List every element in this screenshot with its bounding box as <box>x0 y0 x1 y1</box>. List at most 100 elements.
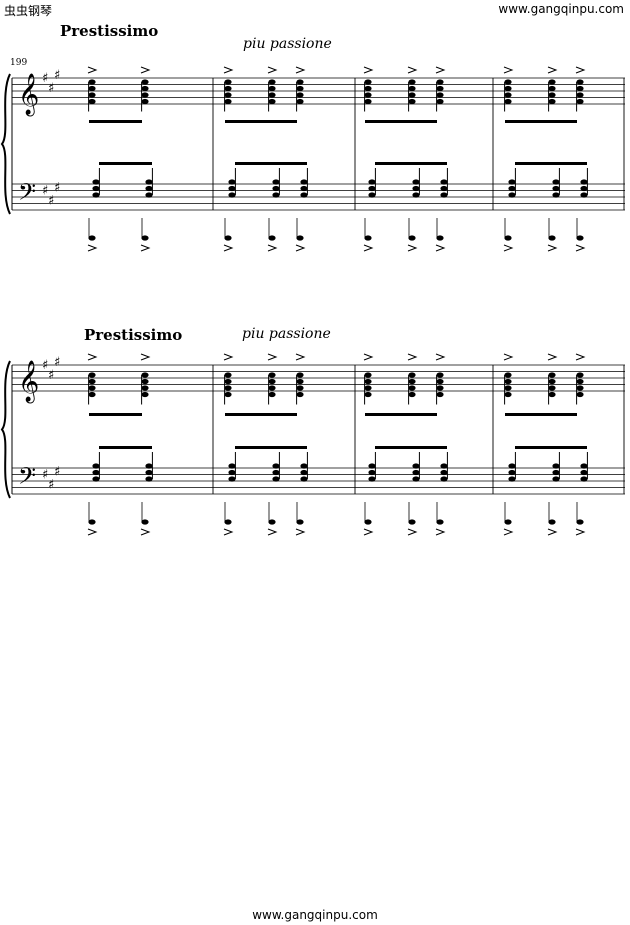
note-head <box>576 92 584 98</box>
note-head <box>436 385 444 391</box>
note-head <box>300 463 308 469</box>
note-beam <box>225 120 297 123</box>
note-head <box>552 192 560 198</box>
note-head <box>88 372 96 378</box>
bass-octave-note <box>364 235 372 241</box>
note-head <box>296 79 304 85</box>
bass-octave-note <box>436 235 444 241</box>
note-head <box>88 79 96 85</box>
note-head <box>504 85 512 92</box>
sharp-sign: ♯ <box>54 180 60 195</box>
note-head <box>368 192 376 198</box>
note-head <box>436 378 444 385</box>
note-beam <box>89 120 142 123</box>
sharp-sign: ♯ <box>48 81 54 96</box>
sharp-sign: ♯ <box>54 68 60 83</box>
note-beam <box>89 413 142 416</box>
note-head <box>412 463 420 469</box>
note-head <box>224 385 232 391</box>
note-head <box>552 185 560 192</box>
note-head <box>224 391 232 398</box>
accent-mark <box>435 66 446 74</box>
note-head <box>228 179 236 185</box>
note-head <box>412 185 420 192</box>
note-head <box>548 79 556 85</box>
sharp-sign: ♯ <box>48 368 54 383</box>
bass-octave-note <box>364 519 372 525</box>
accent-mark <box>295 528 306 536</box>
note-head <box>576 378 584 385</box>
note-head <box>224 85 232 92</box>
note-head <box>548 98 556 105</box>
accent-mark <box>435 244 446 252</box>
bass-octave-note <box>548 235 556 241</box>
note-head <box>145 192 153 198</box>
note-head <box>92 469 100 476</box>
note-head <box>504 391 512 398</box>
note-head <box>408 391 416 398</box>
note-head <box>552 476 560 482</box>
note-beam <box>505 120 577 123</box>
note-head <box>88 378 96 385</box>
treble-clef: 𝄞 <box>18 73 39 116</box>
accent-mark <box>363 528 374 536</box>
note-head <box>300 185 308 192</box>
note-head <box>272 185 280 192</box>
accent-mark <box>547 244 558 252</box>
note-head <box>296 372 304 378</box>
accent-mark <box>435 353 446 361</box>
accent-mark <box>295 353 306 361</box>
tempo-marking-1: Prestissimo <box>60 22 159 40</box>
note-head <box>436 79 444 85</box>
note-head <box>364 378 372 385</box>
note-head <box>408 92 416 98</box>
note-head <box>504 378 512 385</box>
note-head <box>141 385 149 391</box>
note-beam <box>235 162 307 165</box>
note-head <box>576 85 584 92</box>
accent-mark <box>503 66 514 74</box>
note-head <box>504 79 512 85</box>
note-head <box>88 85 96 92</box>
accent-mark <box>87 244 98 252</box>
note-head <box>580 179 588 185</box>
note-head <box>224 92 232 98</box>
system-1: 𝄞𝄢♯♯♯♯♯♯ <box>0 66 625 252</box>
accent-mark <box>547 353 558 361</box>
note-beam <box>365 413 437 416</box>
note-head <box>436 372 444 378</box>
note-head <box>440 476 448 482</box>
sharp-sign: ♯ <box>42 468 48 483</box>
note-head <box>440 469 448 476</box>
note-head <box>300 469 308 476</box>
note-head <box>268 385 276 391</box>
sharp-sign: ♯ <box>54 464 60 479</box>
note-head <box>440 179 448 185</box>
note-head <box>88 98 96 105</box>
accent-mark <box>503 353 514 361</box>
note-head <box>92 192 100 198</box>
note-head <box>436 98 444 105</box>
note-head <box>508 179 516 185</box>
note-head <box>580 469 588 476</box>
note-head <box>268 92 276 98</box>
note-head <box>548 391 556 398</box>
accent-mark <box>575 244 586 252</box>
note-head <box>228 463 236 469</box>
note-head <box>576 385 584 391</box>
note-head <box>228 185 236 192</box>
accent-mark <box>363 244 374 252</box>
accent-mark <box>503 244 514 252</box>
note-head <box>88 385 96 391</box>
note-head <box>145 179 153 185</box>
accent-mark <box>407 66 418 74</box>
note-head <box>548 385 556 391</box>
note-head <box>364 79 372 85</box>
accent-mark <box>140 66 151 74</box>
note-beam <box>99 162 152 165</box>
sharp-sign: ♯ <box>48 477 54 492</box>
note-head <box>368 469 376 476</box>
accent-mark <box>267 244 278 252</box>
note-head <box>440 185 448 192</box>
